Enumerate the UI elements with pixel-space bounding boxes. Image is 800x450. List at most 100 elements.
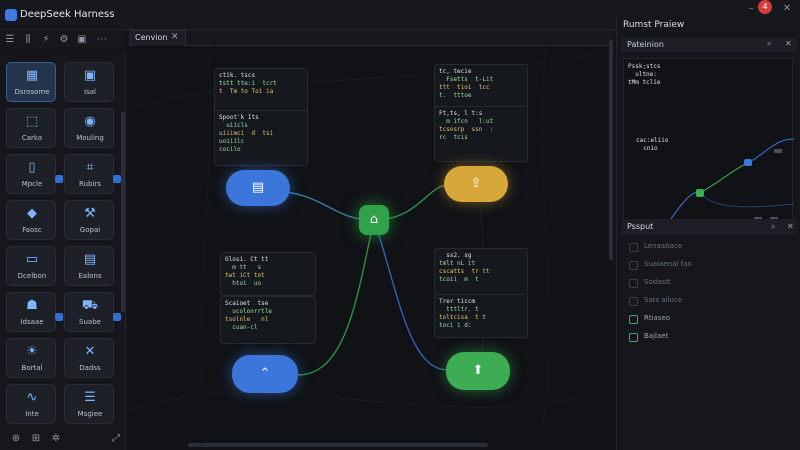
code-line: tttltr. t (439, 306, 479, 313)
code-line: toci i d: (439, 322, 472, 329)
palette-item-label: Ealons (78, 272, 102, 280)
palette-item[interactable]: ▯Mpcle (6, 154, 63, 194)
search-icon[interactable]: ⌕ (771, 222, 776, 231)
tab-close-icon[interactable]: ✕ (171, 32, 179, 42)
document-icon: ▤ (251, 180, 265, 195)
tab-canvas[interactable]: Cenvion ✕ (130, 30, 186, 46)
palette-item[interactable]: ∿Inte (6, 384, 56, 424)
code-line: ucolonrrtle (225, 308, 272, 315)
checkbox-icon[interactable] (629, 243, 638, 252)
tools-icon: ✕ (84, 344, 96, 359)
cube-icon: ◆ (27, 206, 37, 221)
notification-badge[interactable]: 4 (758, 0, 772, 14)
output-row[interactable]: Rtiaseo (629, 314, 779, 326)
chart-icon[interactable]: ⫼ (25, 34, 31, 45)
palette-item-label: Idsaae (20, 318, 44, 326)
palette-item[interactable]: ⛟ Suabe (64, 292, 121, 332)
palette-item[interactable]: ✕Dadss (64, 338, 114, 378)
checkbox-icon[interactable] (629, 261, 638, 270)
node-output[interactable]: ⬆ (446, 352, 510, 390)
palette-item[interactable]: ☗Idsaae (6, 292, 63, 332)
checkbox-icon[interactable] (629, 297, 638, 306)
grid-icon: ▦ (25, 68, 39, 83)
code-line: toltcisa t t (439, 314, 486, 321)
palette-item[interactable]: ☀Bortal (6, 338, 56, 378)
palette-item[interactable]: ▤ Ealons (64, 246, 114, 286)
expand-icon[interactable]: ⤢ (112, 433, 120, 444)
disc-icon: ◉ (84, 114, 96, 129)
minimize-icon[interactable]: – (748, 3, 754, 14)
node-analyzer[interactable]: ⌃ (232, 355, 298, 393)
code-line: ss2. sg (439, 252, 472, 259)
preview-panel-title: Rumst Praiew (623, 20, 685, 30)
output-row[interactable]: Suaiaenal fan (629, 260, 779, 272)
layout-icon[interactable]: ▣ (77, 34, 87, 45)
mini-map-connections (663, 138, 794, 229)
palette-item[interactable]: ▭Dcelbon (6, 246, 56, 286)
palette-item[interactable]: ▦Dsrosome (6, 62, 56, 102)
magic-icon[interactable]: ⚡ (42, 34, 50, 45)
mini-code-line: cnio (636, 145, 658, 152)
code-line: tsolnle nl (225, 316, 269, 323)
palette-item[interactable]: ◉ Mouling (64, 108, 114, 148)
palette-scrollbar[interactable] (121, 112, 125, 312)
mini-map[interactable]: Pssk;stcs ultne:tMm tclie cac:eliio cnio (623, 58, 794, 229)
checkbox-icon[interactable] (113, 313, 121, 321)
checkbox-icon[interactable] (55, 175, 63, 183)
palette-item[interactable]: ▣Isal (64, 62, 114, 102)
canvas-horizontal-scrollbar[interactable] (188, 443, 488, 447)
checkbox-icon[interactable] (629, 279, 638, 288)
node-processor[interactable]: ⇪ (444, 166, 508, 202)
palette-item[interactable]: ☰Msgiee (64, 384, 114, 424)
code-line: t. tttoe (439, 92, 472, 99)
code-line: tc, tecie (439, 68, 472, 75)
checkbox-icon[interactable] (55, 313, 63, 321)
mini-code-line: Pssk;stcs (628, 63, 661, 70)
menu-icon[interactable]: ☰ (5, 34, 15, 45)
close-icon[interactable]: ✕ (787, 222, 794, 231)
image-icon: ▣ (83, 68, 97, 83)
canvas-vertical-scrollbar[interactable] (609, 40, 613, 260)
search-icon[interactable]: ⌕ (767, 39, 772, 48)
checkbox-icon[interactable] (629, 333, 638, 342)
node-palette: ▦Dsrosome▣Isal⬚Carka ◉ Mouling ▯Mpcle⌗Rubir… (0, 52, 126, 450)
code-line: tcsosrp ssn : (439, 126, 494, 133)
document-icon: ▤ (83, 252, 97, 267)
code-line: Glosi. Ct tt (225, 256, 269, 263)
truck-icon: ⛟ (81, 298, 99, 313)
palette-footer: ⊕ ⊞ ✲ ⤢ (0, 430, 126, 450)
output-row[interactable]: Sodastt (629, 278, 779, 290)
palette-item[interactable]: ⚒Gopai (64, 200, 114, 240)
palette-item-label: Suabe (79, 318, 101, 326)
settings-icon[interactable]: ⚙ (59, 34, 69, 45)
code-line: cscatts tr tt (439, 268, 490, 275)
snowflake-icon[interactable]: ✲ (51, 433, 61, 444)
grid-icon[interactable]: ⊞ (31, 433, 41, 444)
node-input[interactable]: ▤ (226, 170, 290, 206)
add-icon[interactable]: ⊕ (11, 433, 21, 444)
hub-node[interactable]: ⌂ (359, 205, 389, 235)
output-row-label: Lenaatiace (644, 242, 683, 250)
close-icon[interactable]: ✕ (782, 3, 792, 14)
palette-item-label: Mouling (76, 134, 104, 142)
palette-item[interactable]: ⬚Carka (6, 108, 56, 148)
code-line: tcoii m t (439, 276, 479, 283)
output-row[interactable]: Lenaatiace (629, 242, 779, 254)
palette-item[interactable]: ⌗Rubirs (64, 154, 121, 194)
more-icon[interactable]: ⋯ (97, 34, 107, 45)
checkbox-icon[interactable] (113, 175, 121, 183)
output-row[interactable]: Sats ailuce (629, 296, 779, 308)
close-icon[interactable]: ✕ (785, 39, 792, 48)
checkbox-icon[interactable] (629, 315, 638, 324)
code-line: tmlt nL it (439, 260, 476, 267)
output-row[interactable]: Bajlaet (629, 332, 779, 344)
palette-item[interactable]: ◆Faosc (6, 200, 56, 240)
